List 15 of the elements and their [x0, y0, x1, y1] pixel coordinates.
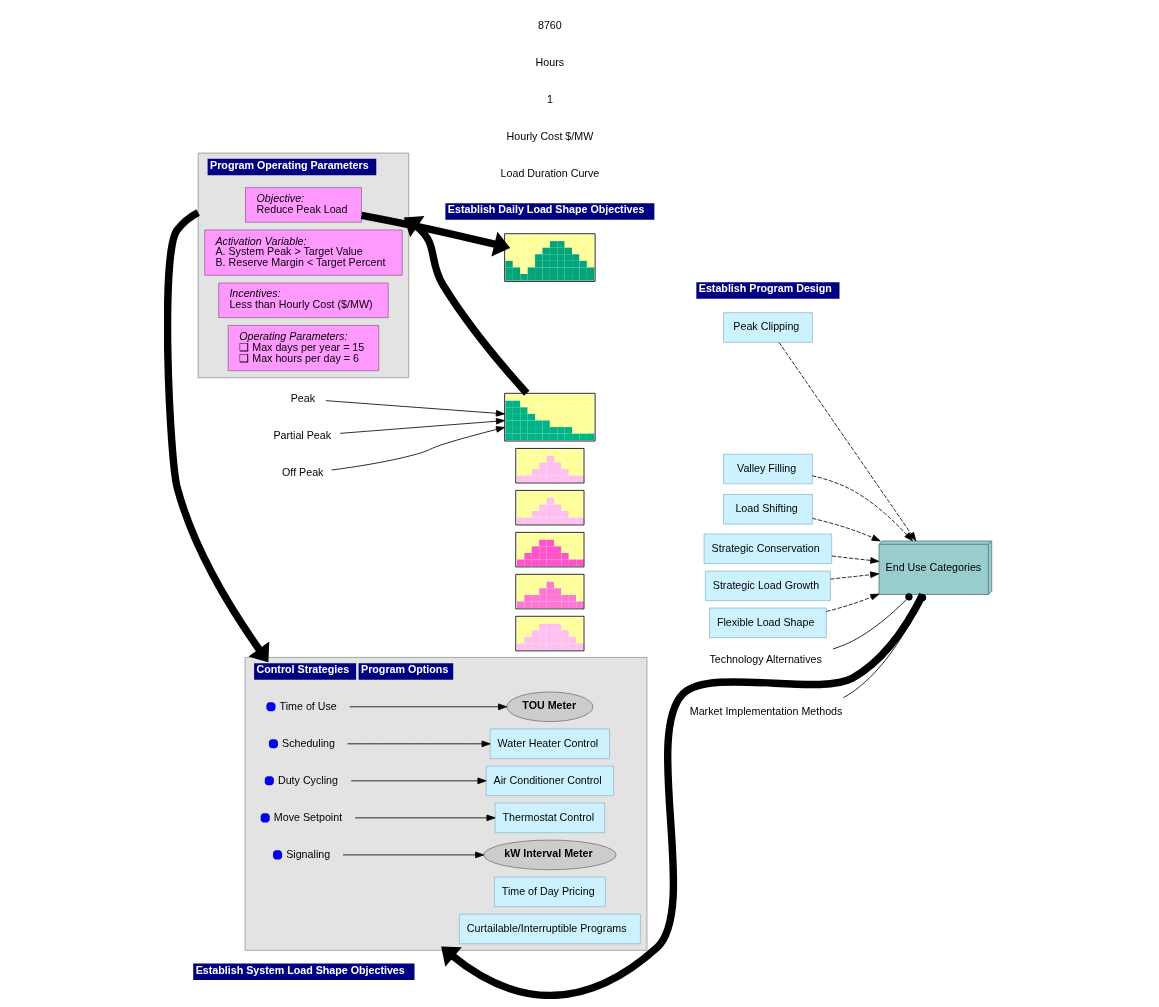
node-label: Duty Cycling [277, 773, 338, 786]
node-text: Off Peak [282, 465, 324, 478]
node-label: Move Setpoint [273, 810, 343, 823]
label: Load Duration Curve [500, 167, 600, 180]
node-text: Market Implementation Methods [689, 705, 843, 718]
node-text: Partial Peak [273, 428, 332, 441]
node-text: Technology Alternatives [709, 652, 822, 665]
node-label: Signaling [286, 847, 331, 860]
label: 8760 [537, 19, 562, 32]
node-label: Time of Use [279, 699, 337, 712]
node-label: Scheduling [282, 736, 335, 749]
label: Hours [535, 56, 565, 69]
label: Hourly Cost $/MW [506, 130, 594, 143]
node-text: Peak [290, 391, 316, 404]
label: 1 [546, 93, 553, 106]
